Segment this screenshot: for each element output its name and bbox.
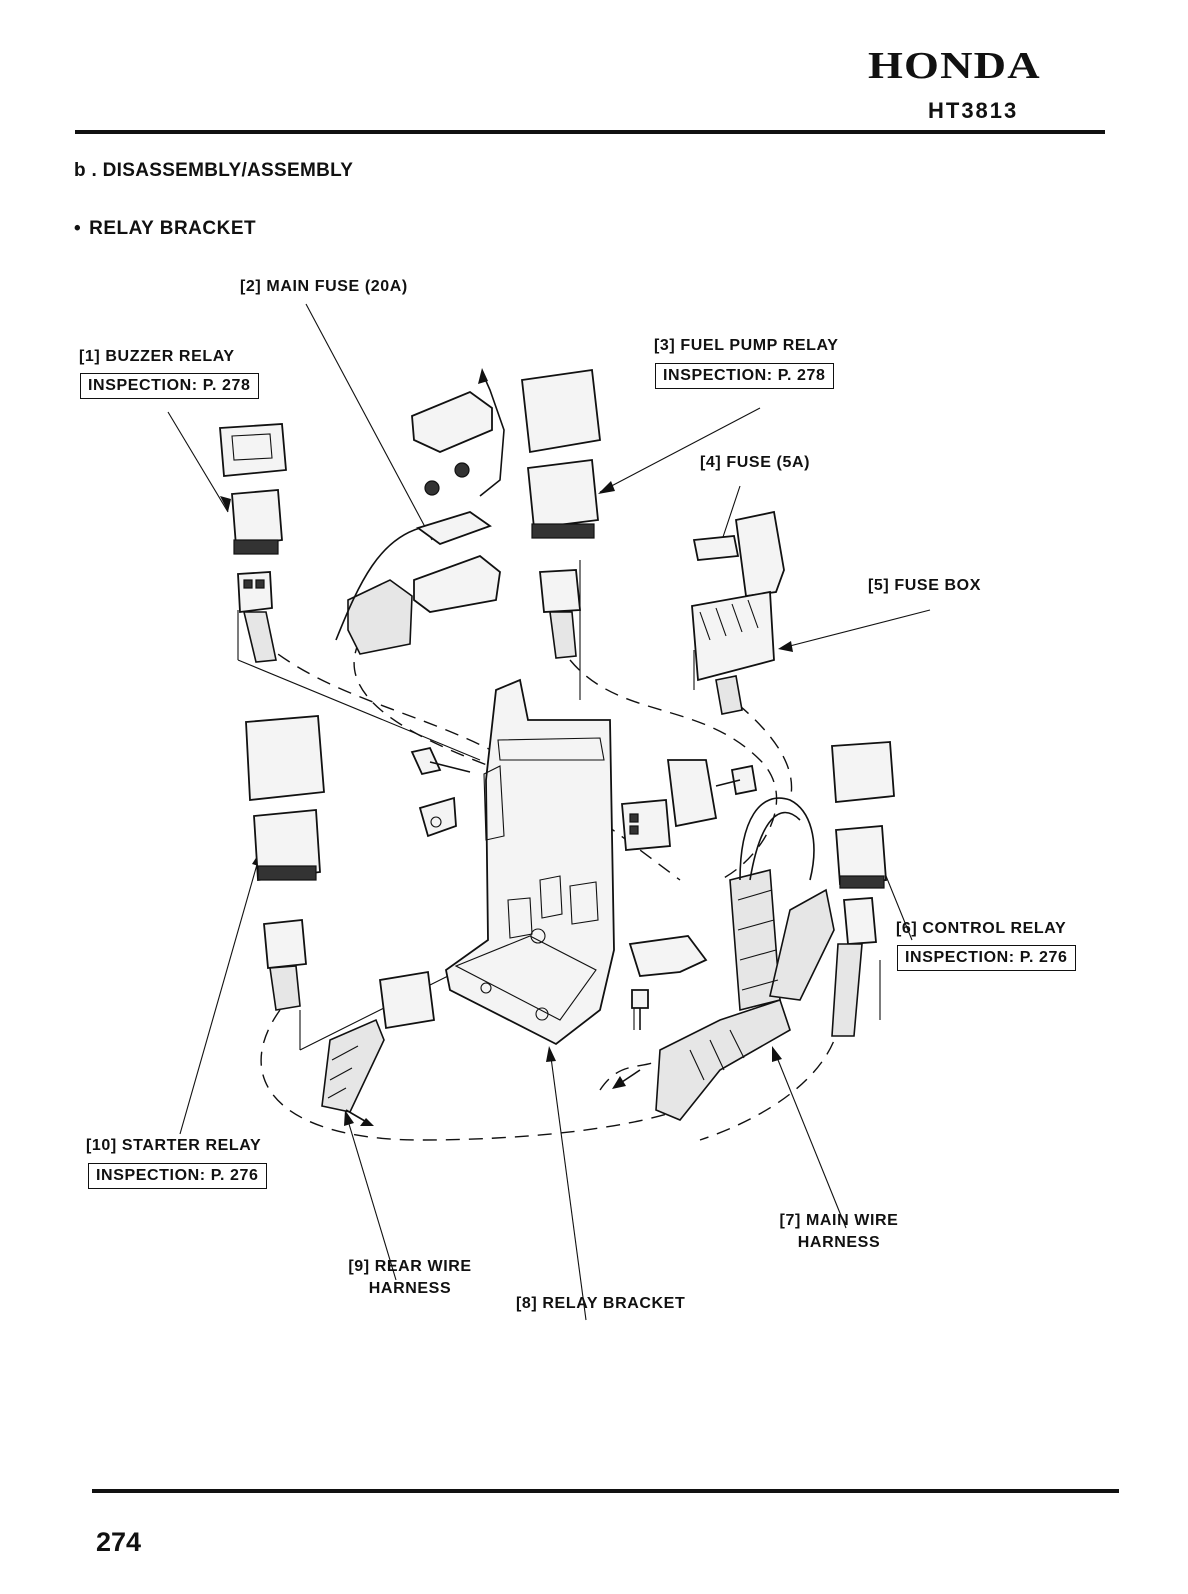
- label-rear-wire-harness: [9] REAR WIRE HARNESS: [330, 1258, 490, 1298]
- control-relay-art: [831, 741, 895, 1037]
- leader-lines: [167, 303, 931, 1321]
- bullet-icon: •: [74, 218, 82, 239]
- label-main-wire-harness-line1: [7] MAIN WIRE: [779, 1212, 899, 1229]
- brand-logo: HONDA: [868, 45, 1041, 87]
- label-main-fuse: [2] MAIN FUSE (20A): [240, 278, 408, 295]
- relay-bracket-art: [445, 678, 615, 1046]
- buzzer-relay-art: [219, 423, 287, 663]
- fuel-pump-relay-art: [521, 368, 601, 659]
- model-number: HT3813: [928, 98, 1019, 123]
- label-main-wire-harness-line2: HARNESS: [797, 1234, 881, 1251]
- main-fuse-art: [335, 368, 505, 655]
- label-buzzer-relay: [1] BUZZER RELAY: [79, 348, 235, 365]
- starter-relay-art: [245, 715, 325, 1011]
- label-rear-wire-harness-line2: HARNESS: [368, 1280, 452, 1297]
- label-relay-bracket: [8] RELAY BRACKET: [516, 1295, 686, 1312]
- label-fuel-pump-relay: [3] FUEL PUMP RELAY: [654, 337, 839, 354]
- inspection-ref-fuel-pump-relay[interactable]: INSPECTION: P. 278: [655, 363, 834, 389]
- label-main-wire-harness: [7] MAIN WIRE HARNESS: [764, 1212, 914, 1252]
- label-fuse-box: [5] FUSE BOX: [868, 577, 981, 594]
- subsection-label: RELAY BRACKET: [89, 218, 257, 239]
- inspection-ref-control-relay[interactable]: INSPECTION: P. 276: [897, 945, 1076, 971]
- footer-rule: [92, 1489, 1119, 1493]
- section-title: b . DISASSEMBLY/ASSEMBLY: [74, 160, 354, 181]
- fuse-box-art: [691, 510, 785, 715]
- label-rear-wire-harness-line1: [9] REAR WIRE: [348, 1258, 472, 1275]
- label-fuse-5a: [4] FUSE (5A): [700, 454, 811, 471]
- main-wire-harness-art: [612, 797, 835, 1121]
- inspection-ref-buzzer-relay[interactable]: INSPECTION: P. 278: [80, 373, 259, 399]
- subsection-heading: • RELAY BRACKET: [74, 218, 256, 240]
- rear-wire-harness-art: [321, 970, 436, 1126]
- page-number: 274: [96, 1527, 142, 1557]
- bracket-connector-art: [621, 759, 718, 851]
- inspection-ref-starter-relay[interactable]: INSPECTION: P. 276: [88, 1163, 267, 1189]
- label-starter-relay: [10] STARTER RELAY: [86, 1137, 262, 1154]
- header-rule: [75, 130, 1105, 134]
- label-control-relay: [6] CONTROL RELAY: [896, 920, 1067, 937]
- bolts-art: [410, 746, 758, 1030]
